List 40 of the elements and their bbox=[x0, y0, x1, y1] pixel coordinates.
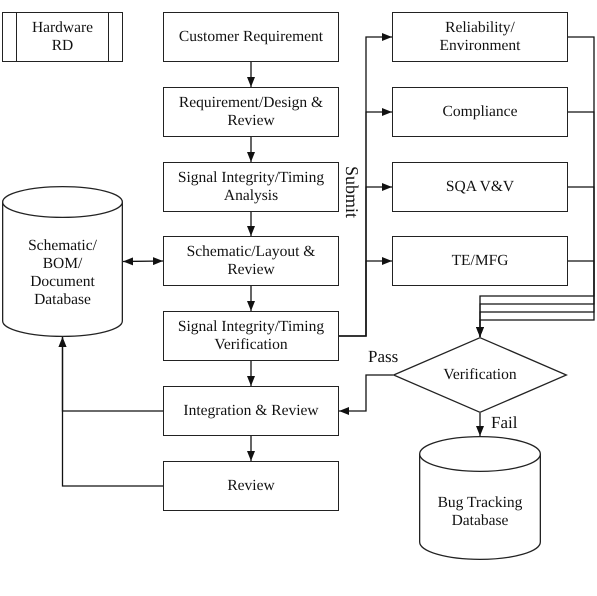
arrow bbox=[339, 374, 393, 415]
step-label: Requirement/Design & Review bbox=[178, 94, 324, 130]
step-label: Signal Integrity/Timing Verification bbox=[176, 318, 326, 354]
process-box bbox=[392, 162, 568, 212]
process-box bbox=[392, 236, 568, 286]
edge-label: Submit bbox=[343, 166, 361, 218]
process-box bbox=[163, 87, 339, 137]
process-box bbox=[392, 87, 568, 137]
arrow bbox=[247, 212, 255, 236]
arrow bbox=[476, 260, 595, 337]
process-box bbox=[392, 12, 568, 62]
arrow bbox=[247, 137, 255, 162]
step-label: Review bbox=[227, 477, 275, 495]
process-box bbox=[163, 236, 339, 286]
process-box bbox=[163, 12, 339, 62]
arrow bbox=[247, 62, 255, 87]
predefined-process-box bbox=[2, 12, 123, 62]
process-box bbox=[163, 162, 339, 212]
step-label: Schematic/Layout & Review bbox=[186, 243, 316, 279]
step-label: TE/MFG bbox=[452, 252, 508, 270]
double-arrow bbox=[123, 257, 163, 266]
step-label: SQA V&V bbox=[446, 178, 514, 196]
process-label: Hardware RD bbox=[30, 19, 94, 55]
arrow bbox=[247, 361, 255, 386]
arrow bbox=[58, 337, 163, 487]
process-box bbox=[163, 386, 339, 436]
arrow bbox=[476, 413, 484, 436]
database-label: Schematic/ BOM/ Document Database bbox=[27, 237, 98, 309]
step-label: Signal Integrity/Timing Analysis bbox=[176, 169, 326, 205]
arrow bbox=[339, 257, 392, 337]
database-label: Bug Tracking Database bbox=[436, 494, 524, 530]
step-label: Customer Requirement bbox=[178, 28, 324, 46]
process-box bbox=[163, 461, 339, 511]
step-label: Integration & Review bbox=[183, 402, 319, 420]
process-box bbox=[163, 311, 339, 361]
arrow bbox=[247, 286, 255, 311]
step-label: Compliance bbox=[442, 103, 518, 121]
decision-label: Verification bbox=[443, 366, 517, 384]
arrow bbox=[247, 436, 255, 461]
step-label: Reliability/ Environment bbox=[438, 19, 522, 55]
